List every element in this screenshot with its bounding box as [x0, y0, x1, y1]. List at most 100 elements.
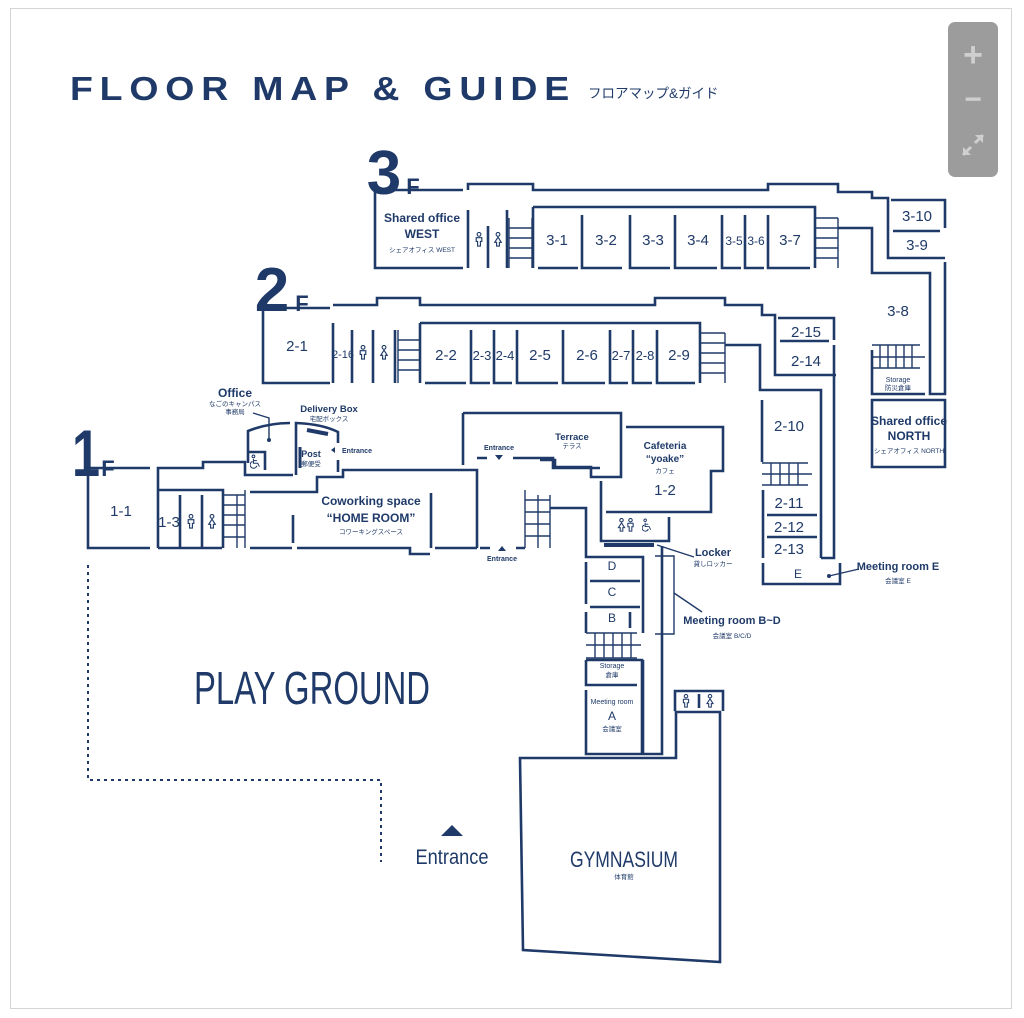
room-1-2[interactable]: 1-2: [654, 482, 676, 499]
room-west-title2: WEST: [405, 227, 440, 241]
gymnasium-jp: 体育館: [614, 872, 634, 881]
storage-1f-jp: 倉庫: [606, 670, 620, 679]
map-title-jp: フロアマップ&ガイド: [588, 86, 719, 101]
meeting-e-jp: 会議室 E: [885, 576, 911, 585]
meeting-a-jp: 会議室: [602, 724, 622, 733]
entrance-label: Entrance: [342, 448, 372, 455]
floor-label-3: 3: [367, 139, 401, 208]
wheelchair-icon: [642, 518, 652, 532]
room-3-5[interactable]: 3-5: [725, 234, 743, 248]
room-2-9[interactable]: 2-9: [668, 347, 690, 364]
restroom-female-icon: [494, 232, 502, 247]
room-3-2[interactable]: 3-2: [595, 232, 617, 249]
restroom-female-icon: [208, 514, 216, 529]
gymnasium-label: GYMNASIUM: [570, 847, 678, 872]
room-2-12[interactable]: 2-12: [774, 519, 804, 536]
zoom-out-button[interactable]: −: [964, 83, 982, 116]
room-1-3[interactable]: 1-3: [158, 514, 180, 531]
meeting-room-e[interactable]: E: [794, 567, 802, 581]
post-label: Post: [301, 449, 321, 459]
room-2-6[interactable]: 2-6: [576, 347, 598, 364]
meeting-room-d[interactable]: D: [608, 559, 617, 573]
room-north-title2: NORTH: [888, 429, 931, 443]
coworking-name: “HOME ROOM”: [327, 511, 416, 525]
restroom-female-icon: [706, 694, 714, 708]
delivery-box-label: Delivery Box: [300, 404, 358, 415]
restroom-female-icon: [617, 518, 626, 532]
office-label: Office: [218, 386, 252, 400]
floor-2-walls: [261, 296, 842, 586]
storage-3f-jp: 防災倉庫: [885, 383, 912, 392]
room-3-4[interactable]: 3-4: [687, 232, 709, 249]
storage-1f: Storage: [600, 663, 625, 670]
room-2-2[interactable]: 2-2: [435, 347, 457, 364]
restroom-male-icon: [187, 514, 195, 529]
room-3-7[interactable]: 3-7: [779, 232, 801, 249]
zoom-in-button[interactable]: +: [963, 35, 983, 74]
room-3-9[interactable]: 3-9: [906, 237, 928, 254]
meeting-bd-jp: 会議室 B/C/D: [713, 631, 752, 640]
room-3-6[interactable]: 3-6: [747, 234, 765, 248]
floor-3-walls: [373, 182, 947, 469]
floor-label-f: F: [295, 291, 308, 316]
coworking-jp: コワーキングスペース: [339, 527, 403, 536]
room-2-15[interactable]: 2-15: [791, 324, 821, 341]
entrance-label: Entrance: [487, 556, 517, 563]
restroom-male-icon: [359, 345, 367, 360]
locker-jp: 貸しロッカー: [694, 559, 733, 568]
entrance-arrow-icon: [441, 825, 463, 836]
restroom-male-icon: [682, 694, 690, 708]
floor-1-walls: [86, 411, 860, 964]
locker-label: Locker: [695, 547, 732, 559]
post-jp: 郵便受: [301, 459, 321, 468]
room-2-5[interactable]: 2-5: [529, 347, 551, 364]
restroom-male-icon: [627, 518, 634, 532]
room-3-8[interactable]: 3-8: [887, 303, 909, 320]
delivery-box-jp: 宅配ボックス: [310, 414, 349, 423]
map-frame: [10, 8, 1012, 1009]
room-2-8[interactable]: 2-8: [636, 348, 655, 363]
meeting-a-label: Meeting room: [591, 699, 634, 706]
cafeteria-label: Cafeteria: [644, 441, 687, 452]
cafeteria-jp: カフェ: [655, 467, 675, 475]
meeting-bd-label: Meeting room B~D: [683, 615, 781, 627]
room-west-jp: シェアオフィス WEST: [389, 246, 455, 254]
room-2-1[interactable]: 2-1: [286, 338, 308, 355]
expand-icon: [961, 133, 985, 157]
restroom-female-icon: [380, 345, 388, 360]
room-north-jp: シェアオフィス NORTH: [874, 447, 944, 455]
floor-label-f: F: [406, 174, 419, 199]
floor-label-2: 2: [255, 256, 289, 325]
room-2-14[interactable]: 2-14: [791, 353, 821, 370]
coworking-label: Coworking space: [321, 494, 421, 508]
terrace-jp: テラス: [562, 442, 581, 450]
room-2-7[interactable]: 2-7: [612, 348, 631, 363]
room-2-16[interactable]: 2-16: [332, 349, 354, 361]
room-north-title: Shared office: [871, 414, 947, 428]
room-2-3[interactable]: 2-3: [473, 348, 492, 363]
office-jp: なごのキャンパス: [209, 399, 261, 408]
room-2-10[interactable]: 2-10: [774, 418, 804, 435]
room-1-1[interactable]: 1-1: [110, 503, 132, 520]
fullscreen-button[interactable]: [948, 122, 998, 168]
meeting-room-b[interactable]: B: [608, 611, 616, 625]
room-2-11[interactable]: 2-11: [775, 495, 804, 512]
wheelchair-icon: [250, 454, 260, 469]
playground-label: PLAY GROUND: [194, 662, 430, 714]
main-entrance-label: Entrance: [416, 846, 489, 869]
meeting-room-a[interactable]: A: [608, 709, 616, 723]
room-3-1[interactable]: 3-1: [546, 232, 568, 249]
room-2-13[interactable]: 2-13: [774, 541, 804, 558]
room-3-10[interactable]: 3-10: [902, 208, 932, 225]
floor-label-1: 1: [72, 416, 100, 490]
playground-boundary: [87, 565, 382, 862]
room-2-4[interactable]: 2-4: [496, 348, 515, 363]
zoom-controls: + −: [948, 22, 998, 177]
storage-3f: Storage: [886, 377, 911, 384]
terrace-label: Terrace: [555, 432, 589, 443]
room-3-3[interactable]: 3-3: [642, 232, 664, 249]
meeting-room-c[interactable]: C: [608, 585, 617, 599]
map-title: FLOOR MAP & GUIDE: [70, 70, 576, 107]
cafeteria-name: “yoake”: [646, 454, 684, 465]
